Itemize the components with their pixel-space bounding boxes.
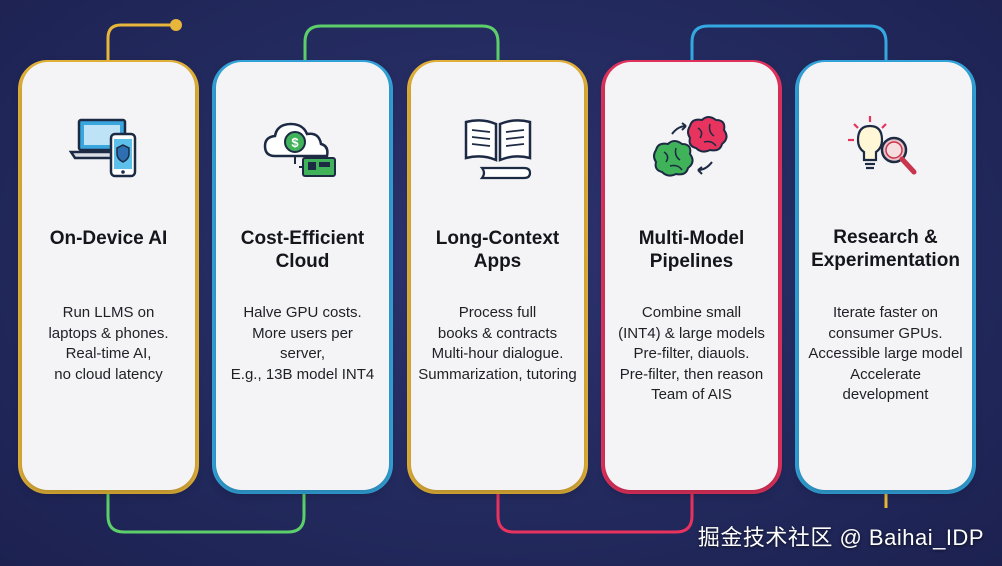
card-title-text: Long-Context Apps: [435, 228, 560, 272]
desc-line: Multi-hour dialogue.: [431, 345, 564, 362]
connector-top-yellow: [106, 23, 176, 63]
connector-top-blue: [690, 24, 888, 63]
card-title: On-Device AI: [49, 228, 168, 249]
laptop-phone-icon: [22, 112, 195, 192]
watermark: 掘金技术社区 @ Baihai_IDP: [697, 525, 984, 550]
desc-line: Summarization, tutoring: [418, 365, 577, 383]
card-title-text: Cost-Efficient Cloud: [240, 228, 365, 272]
lightbulb-magnifier-icon: [799, 112, 972, 192]
desc-line: Iterate faster on: [832, 304, 939, 321]
card-title: Cost-Efficient Cloud: [220, 227, 385, 273]
desc-line: laptops & phones.: [48, 324, 169, 342]
desc-line: E.g., 13B model INT4: [230, 365, 375, 383]
svg-text:$: $: [291, 135, 299, 150]
desc-line: server,: [279, 345, 325, 362]
desc-line: Team of AIS: [651, 386, 732, 403]
desc-line: Combine small: [641, 304, 742, 321]
two-brains-icon: [605, 112, 778, 192]
desc-line: Pre-filter, then reason: [619, 365, 764, 383]
card-description: Process full books & contracts Multi-hou…: [413, 303, 582, 385]
open-book-scroll-icon: [411, 112, 584, 192]
connector-bottom-pink: [496, 490, 694, 534]
card-multi-model-pipelines: Multi-Model Pipelines Combine small (INT…: [605, 62, 778, 490]
card-long-context-apps: Long-Context Apps Process full books & c…: [411, 62, 584, 490]
desc-line: Halve GPU costs.: [243, 304, 362, 321]
card-cost-efficient-cloud: $ Cost-Efficient Cloud Halve GPU costs. …: [216, 62, 389, 490]
card-title: Multi-Model Pipelines: [609, 227, 774, 273]
desc-line: Real-time AI,: [65, 345, 152, 362]
desc-line: Process full: [458, 304, 537, 321]
card-description: Iterate faster on consumer GPUs. Accessi…: [801, 303, 970, 406]
desc-line: books & contracts: [437, 324, 558, 342]
desc-line: no cloud latency: [54, 365, 163, 383]
card-title-text: Multi-Model Pipelines: [638, 228, 745, 272]
desc-line: Run LLMS on: [62, 304, 155, 321]
cloud-dollar-gpu-icon: $: [216, 112, 389, 192]
card-title-text: Research & Experimentation: [811, 227, 960, 271]
card-description: Combine small (INT4) & large models Pre-…: [607, 303, 776, 406]
desc-line: Pre-filter, diauols.: [633, 345, 750, 362]
card-description: Run LLMS on laptops & phones. Real-time …: [24, 303, 193, 385]
card-description: Halve GPU costs. More users per server, …: [218, 303, 387, 385]
connector-dot: [170, 19, 182, 31]
desc-line: More users per: [252, 324, 353, 342]
card-research-experimentation: Research & Experimentation Iterate faste…: [799, 62, 972, 490]
card-on-device-ai: On-Device AI Run LLMS on laptops & phone…: [22, 62, 195, 490]
connector-bottom-green: [106, 490, 306, 534]
desc-line: Accelerate: [850, 365, 921, 383]
card-title: Long-Context Apps: [415, 227, 580, 273]
desc-line: (INT4) & large models: [618, 324, 765, 342]
desc-line: Accessible large model: [808, 345, 963, 362]
connector-top-green: [303, 24, 500, 63]
desc-line: development: [842, 386, 929, 403]
card-title: Research & Experimentation: [803, 226, 968, 272]
desc-line: consumer GPUs.: [828, 324, 943, 342]
